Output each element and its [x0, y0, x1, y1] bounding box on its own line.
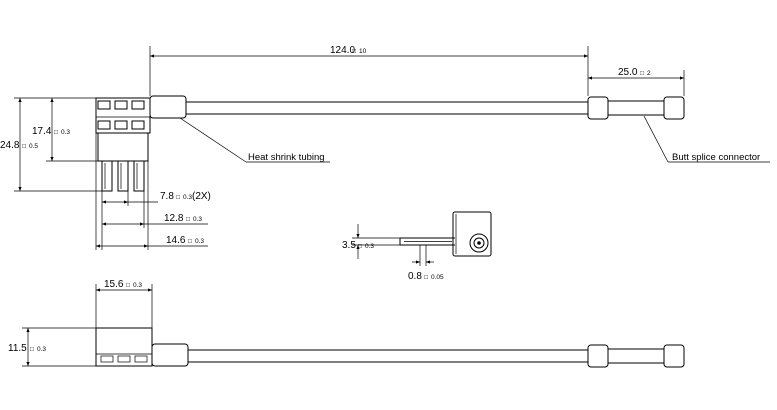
dim-body-width-value: 14.6 — [166, 235, 186, 246]
dim-terminal-height-tol: 0.3 — [365, 243, 374, 250]
dim-blade-pitch-suffix: (2X) — [192, 191, 211, 202]
dim-blade-pitch-tol: 0.3 — [183, 194, 192, 201]
dim-blade-thickness-value: 0.8 — [408, 271, 422, 282]
dim-fuse-body-height: 17.4 □ 0.3 — [32, 97, 98, 162]
dim-splice-length-tol: 2 — [647, 70, 651, 77]
dim-overall-length: 124.0 □ 10 — [149, 45, 589, 96]
dim-overall-length-value: 124.0 — [330, 45, 355, 56]
dim-body-width-tol: 0.3 — [195, 238, 204, 245]
dim-blade-pitch: 7.8 □ 0.3 (2X) — [101, 191, 211, 250]
dim-splice-length-value: 25.0 — [618, 67, 638, 78]
dim-top-view-width-value: 15.6 — [104, 279, 124, 290]
dim-blade-span-value: 12.8 — [164, 213, 184, 224]
dim-side-height-tol: 0.3 — [37, 346, 46, 353]
dim-top-view-width-tol: 0.3 — [133, 282, 142, 289]
dim-blade-span: 12.8 □ 0.3 — [102, 191, 208, 228]
dim-body-width: 14.6 □ 0.3 — [95, 133, 208, 250]
front-view: 124.0 □ 10 25.0 □ 2 17.4 □ 0.3 24.8 — [0, 45, 770, 250]
dim-blade-thickness-tol: 0.05 — [431, 274, 444, 281]
cable-assembly-top — [151, 343, 685, 368]
dim-splice-length: 25.0 □ 2 — [588, 67, 685, 96]
dim-total-height-value: 24.8 — [0, 140, 20, 151]
note-butt-splice: Butt splice connector — [672, 152, 760, 163]
dim-fuse-body-height-tol: 0.3 — [61, 129, 70, 136]
dim-terminal-height: 3.5 □ 0.3 — [342, 224, 400, 259]
tol-symbol-k: □ — [30, 346, 34, 353]
tol-symbol-g: □ — [188, 238, 192, 245]
dim-side-height: 11.5 □ 0.3 — [8, 327, 96, 367]
top-view: 15.6 □ 0.3 11.5 □ 0.3 — [8, 279, 685, 368]
tol-symbol-a: □ — [352, 48, 356, 55]
dim-blade-pitch-value: 7.8 — [160, 191, 174, 202]
note-heat-shrink: Heat shrink tubing — [248, 152, 325, 163]
dim-blade-thickness: 0.8 □ 0.05 — [408, 245, 444, 282]
dim-side-height-value: 11.5 — [8, 343, 27, 354]
tol-symbol-h: □ — [358, 243, 362, 250]
tol-symbol-c: □ — [54, 129, 58, 136]
tol-symbol-b: □ — [640, 70, 644, 77]
tol-symbol-f: □ — [186, 216, 190, 223]
leader-heat-shrink: Heat shrink tubing — [179, 117, 330, 163]
tol-symbol-i: □ — [424, 274, 428, 281]
fuse-tap-body — [95, 97, 151, 192]
leader-butt-splice: Butt splice connector — [643, 115, 770, 163]
dim-blade-span-tol: 0.3 — [193, 216, 202, 223]
tol-symbol-d: □ — [22, 143, 26, 150]
dim-top-view-width: 15.6 □ 0.3 — [95, 279, 153, 328]
dim-total-height-tol: 0.5 — [29, 143, 38, 150]
dim-total-height: 24.8 □ 0.5 — [0, 97, 102, 192]
tol-symbol-e: □ — [176, 194, 180, 201]
blade-detail-view: 3.5 □ 0.3 0.8 □ 0.05 — [342, 211, 492, 282]
dim-overall-length-tol: 10 — [359, 48, 367, 55]
cable-assembly-front — [149, 95, 685, 120]
dim-fuse-body-height-value: 17.4 — [32, 126, 52, 137]
tol-symbol-j: □ — [126, 282, 130, 289]
dim-terminal-height-value: 3.5 — [342, 240, 356, 251]
